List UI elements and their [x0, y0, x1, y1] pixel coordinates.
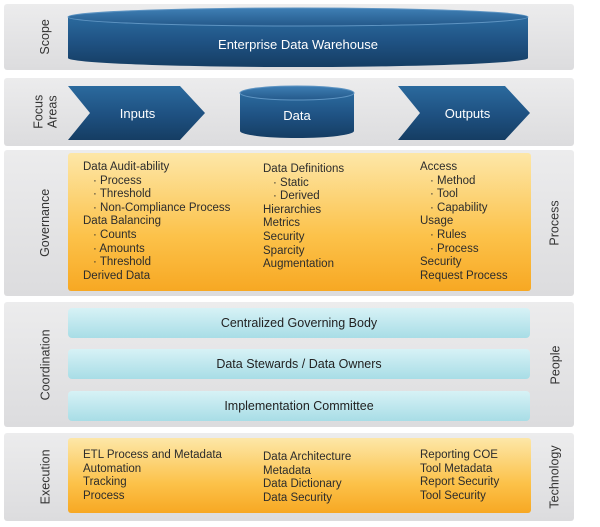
- governance-sub-item: Threshold: [83, 256, 230, 270]
- data-label: Data: [283, 108, 311, 123]
- governance-sub-item: Amounts: [83, 243, 230, 257]
- governance-sub-item: Derived: [263, 190, 344, 204]
- execution-item: Tool Metadata: [420, 462, 493, 475]
- governance-sub-item: Process: [83, 175, 230, 189]
- inputs-label: Inputs: [119, 106, 156, 121]
- governance-sub-item: Static: [263, 177, 344, 191]
- data-cylinder: [239, 85, 355, 138]
- governance-col-2: Data DefinitionsStaticDerivedHierarchies…: [263, 163, 344, 272]
- governance-item: Security: [263, 230, 305, 243]
- governance-item: Data Definitions: [263, 163, 345, 175]
- governance-sub-item: Capability: [420, 202, 508, 216]
- execution-item: ETL Process and Metadata: [83, 449, 222, 461]
- governance-item: Hierarchies: [263, 203, 322, 216]
- governance-sub-item: Process: [420, 243, 508, 257]
- governance-item: Derived Data: [83, 269, 151, 282]
- governance-item: Security: [420, 256, 462, 269]
- scope-cylinder: [67, 7, 529, 67]
- governance-item: Data Audit-ability: [83, 161, 170, 173]
- execution-item: Data Architecture: [263, 451, 352, 463]
- governance-sub-item: Tool: [420, 188, 508, 202]
- implementation-committee: Implementation Committee: [68, 391, 530, 421]
- governance-item: Request Process: [420, 269, 508, 282]
- governance-sub-item: Method: [420, 175, 508, 189]
- governance-sub-item: Non-Compliance Process: [83, 202, 230, 216]
- execution-item: Data Dictionary: [263, 478, 342, 491]
- execution-item: Process: [83, 489, 125, 502]
- execution-col-1: ETL Process and Metadata Automation Trac…: [83, 449, 222, 503]
- governance-sub-item: Threshold: [83, 188, 230, 202]
- governance-item: Metrics: [263, 217, 301, 230]
- outputs-label: Outputs: [444, 106, 491, 121]
- inputs-arrow: [68, 86, 205, 140]
- execution-col-2: Data Architecture Metadata Data Dictiona…: [263, 451, 351, 505]
- execution-item: Tracking: [83, 476, 127, 489]
- execution-item: Automation: [83, 462, 142, 475]
- governance-sub-item: Counts: [83, 229, 230, 243]
- execution-item: Report Security: [420, 476, 500, 489]
- execution-item: Reporting COE: [420, 449, 498, 461]
- governance-item: Sparcity: [263, 244, 305, 257]
- execution-item: Data Security: [263, 491, 333, 504]
- governance-col-3: AccessMethodToolCapabilityUsageRulesProc…: [420, 161, 508, 283]
- execution-box: [68, 438, 531, 513]
- governance-sub-item: Rules: [420, 229, 508, 243]
- data-stewards-owners: Data Stewards / Data Owners: [68, 349, 530, 379]
- scope-title: Enterprise Data Warehouse: [218, 37, 378, 52]
- execution-col-3: Reporting COE Tool Metadata Report Secur…: [420, 449, 499, 503]
- governance-item: Data Balancing: [83, 215, 161, 228]
- execution-item: Tool Security: [420, 489, 486, 502]
- outputs-arrow: [398, 86, 530, 140]
- governance-item: Usage: [420, 215, 454, 228]
- execution-item: Metadata: [263, 464, 311, 477]
- governance-item: Augmentation: [263, 258, 334, 271]
- governance-col-1: Data Audit-abilityProcessThresholdNon-Co…: [83, 161, 230, 283]
- governance-item: Access: [420, 161, 458, 173]
- centralized-governing-body: Centralized Governing Body: [68, 308, 530, 338]
